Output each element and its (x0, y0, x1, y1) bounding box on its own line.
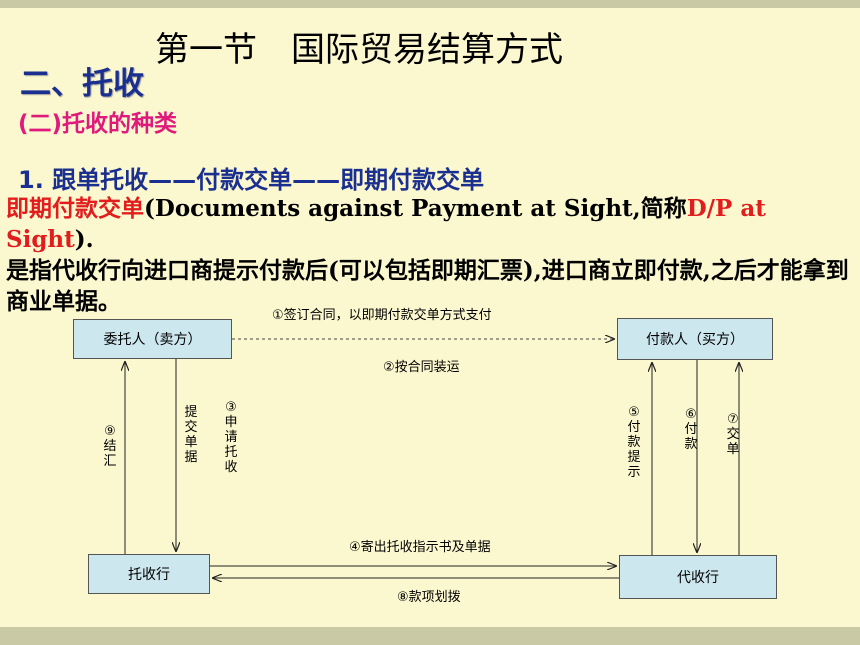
definition-term: 即期付款交单 (6, 195, 144, 222)
definition-paragraph: 即期付款交单(Documents against Payment at Sigh… (6, 193, 858, 317)
step4-label: ④寄出托收指示书及单据 (349, 540, 491, 555)
definition-abbr: D/P at Sight (6, 195, 766, 253)
collecting-bank-box: 代收行 (619, 555, 777, 599)
step5-label: ⑤付款提示 (627, 405, 641, 480)
payer-box: 付款人（买方） (617, 318, 773, 360)
bottom-band (0, 627, 860, 645)
principal-box: 委托人（卖方） (73, 319, 232, 359)
step3-submit-label: 提交单据 (184, 405, 198, 465)
top-band (0, 0, 860, 8)
remitting-bank-box: 托收行 (88, 554, 210, 594)
step7-label: ⑦交单 (726, 412, 740, 457)
step6-label: ⑥付款 (684, 407, 698, 452)
main-title: 第一节 国际贸易结算方式 (155, 30, 563, 70)
section-title: 二、托收 (20, 66, 144, 102)
definition-body: 是指代收行向进口商提示付款后(可以包括即期汇票),进口商立即付款,之后才能拿到商… (6, 257, 849, 315)
step8-label: ⑧款项划拨 (397, 590, 461, 605)
definition-close: ). (74, 226, 94, 253)
step1-label: ①签订合同，以即期付款交单方式支付 (272, 308, 492, 323)
step2-label: ②按合同装运 (383, 360, 460, 375)
step9-label: ⑨结汇 (103, 424, 117, 469)
subsection-title: (二)托收的种类 (18, 111, 178, 137)
item-title: 1. 跟单托收——付款交单——即期付款交单 (18, 166, 485, 194)
definition-english: (Documents against Payment at Sight,简称 (144, 195, 687, 222)
step3-label: ③申请托收 (224, 400, 238, 475)
